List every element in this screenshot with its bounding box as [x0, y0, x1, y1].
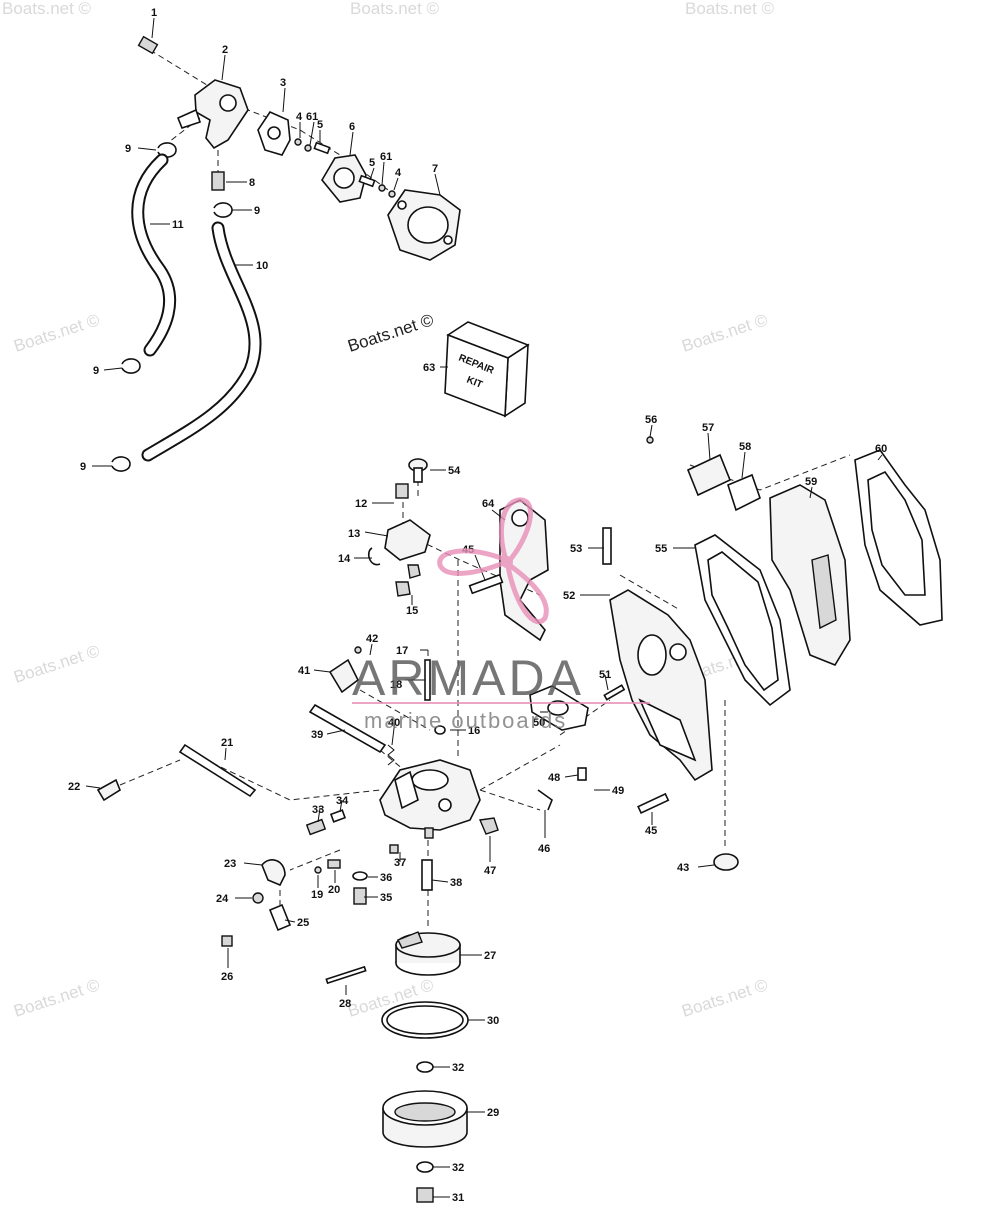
callout-label: 57 [702, 422, 714, 434]
callout-label: 48 [548, 772, 560, 784]
callout-label: 12 [355, 498, 367, 510]
watermark: Boats.net © [685, 0, 775, 18]
callout-label: 6 [349, 121, 355, 133]
choke-parts [221, 859, 292, 947]
callout-label: 31 [452, 1192, 464, 1204]
callout-label: 32 [452, 1162, 464, 1174]
callout-label: 2 [222, 44, 228, 56]
callout-label: 11 [172, 219, 184, 231]
callout-label: 18 [390, 679, 402, 691]
callout-label: 34 [336, 795, 349, 807]
callout-label: 22 [68, 781, 80, 793]
callout-label: 5 [317, 119, 323, 131]
callout-label: 1 [151, 7, 157, 19]
callout-label: 27 [484, 950, 496, 962]
brand-logo: ARMADA marine outboards [352, 497, 650, 733]
watermark: Boats.net © [2, 0, 92, 18]
watermark: Boats.net © [679, 975, 770, 1021]
callout-label: 60 [875, 443, 887, 455]
brand-name: ARMADA [352, 650, 584, 706]
callout-label: 7 [432, 163, 438, 175]
watermark: Boats.net © [11, 310, 102, 356]
callout-label: 19 [311, 889, 323, 901]
callout-label: 40 [388, 717, 400, 729]
callout-label: 21 [221, 737, 233, 749]
callout-label: 45 [645, 825, 657, 837]
watermark: Boats.net © [11, 641, 102, 687]
callout-label: 35 [380, 892, 392, 904]
callout-label: 61 [380, 151, 392, 163]
watermark: Boats.net © [350, 0, 440, 18]
callout-label: 32 [452, 1062, 464, 1074]
callout-label: 25 [297, 917, 309, 929]
callout-label: 4 [395, 167, 402, 179]
callout-label: 4 [296, 111, 303, 123]
callout-label: 33 [312, 804, 324, 816]
callout-label: 63 [423, 362, 435, 374]
callout-label: 23 [224, 858, 236, 870]
fuel-hoses [131, 153, 262, 462]
float-bowl-assembly [325, 931, 469, 1203]
carburetor-body [305, 759, 499, 905]
fuel-pump-assembly [111, 35, 461, 472]
callout-label: 20 [328, 884, 340, 896]
callout-label: 36 [380, 872, 392, 884]
callout-label: 9 [254, 205, 260, 217]
callout-label: 49 [612, 785, 624, 797]
callout-label: 58 [739, 441, 751, 453]
callout-label: 38 [450, 877, 462, 889]
watermark: Boats.net © [679, 310, 770, 356]
callout-label: 9 [80, 461, 86, 473]
propeller-icon [437, 497, 549, 625]
callout-label: 9 [93, 365, 99, 377]
callout-label: 54 [448, 465, 461, 477]
callout-label: 9 [125, 143, 131, 155]
reed-valve-assembly [602, 436, 943, 707]
callout-label: 24 [216, 893, 229, 905]
callout-label: 39 [311, 729, 323, 741]
callout-label: 8 [249, 177, 255, 189]
callout-label: 28 [339, 998, 351, 1010]
callout-label: 42 [366, 633, 378, 645]
callout-label: 53 [570, 543, 582, 555]
callout-label: 43 [677, 862, 689, 874]
callout-label: 3 [280, 77, 286, 89]
callout-label: 30 [487, 1015, 499, 1027]
callout-label: 50 [533, 717, 545, 729]
callout-label: 51 [599, 669, 611, 681]
callout-label: 10 [256, 260, 268, 272]
callout-label: 37 [394, 857, 406, 869]
callout-labels: 1 2 3 4 61 5 6 5 61 4 7 9 8 9 11 10 9 9 … [68, 7, 887, 1204]
callout-label: 56 [645, 414, 657, 426]
callout-label: 47 [484, 865, 496, 877]
brand-tagline: marine outboards [364, 708, 567, 733]
callout-label: 59 [805, 476, 817, 488]
callout-label: 26 [221, 971, 233, 983]
callout-label: 61 [306, 111, 318, 123]
callout-label: 46 [538, 843, 550, 855]
callout-label: 55 [655, 543, 667, 555]
callout-label: 29 [487, 1107, 499, 1119]
callout-label: 5 [369, 157, 375, 169]
linkage-parts [96, 458, 739, 871]
intake-manifold [609, 589, 713, 782]
watermark-main: Boats.net © [345, 310, 436, 356]
callout-label: 64 [482, 498, 495, 510]
callout-label: 16 [468, 725, 480, 737]
watermark: Boats.net © [11, 975, 102, 1021]
callout-label: 13 [348, 528, 360, 540]
callout-label: 41 [298, 665, 310, 677]
callout-label: 14 [338, 553, 351, 565]
callout-label: 15 [406, 605, 418, 617]
repair-kit-box: REPAIR KIT [444, 321, 530, 418]
alignment-lines [119, 49, 851, 930]
callout-label: 52 [563, 590, 575, 602]
callout-label: 17 [396, 645, 408, 657]
leader-lines [85, 17, 883, 1198]
